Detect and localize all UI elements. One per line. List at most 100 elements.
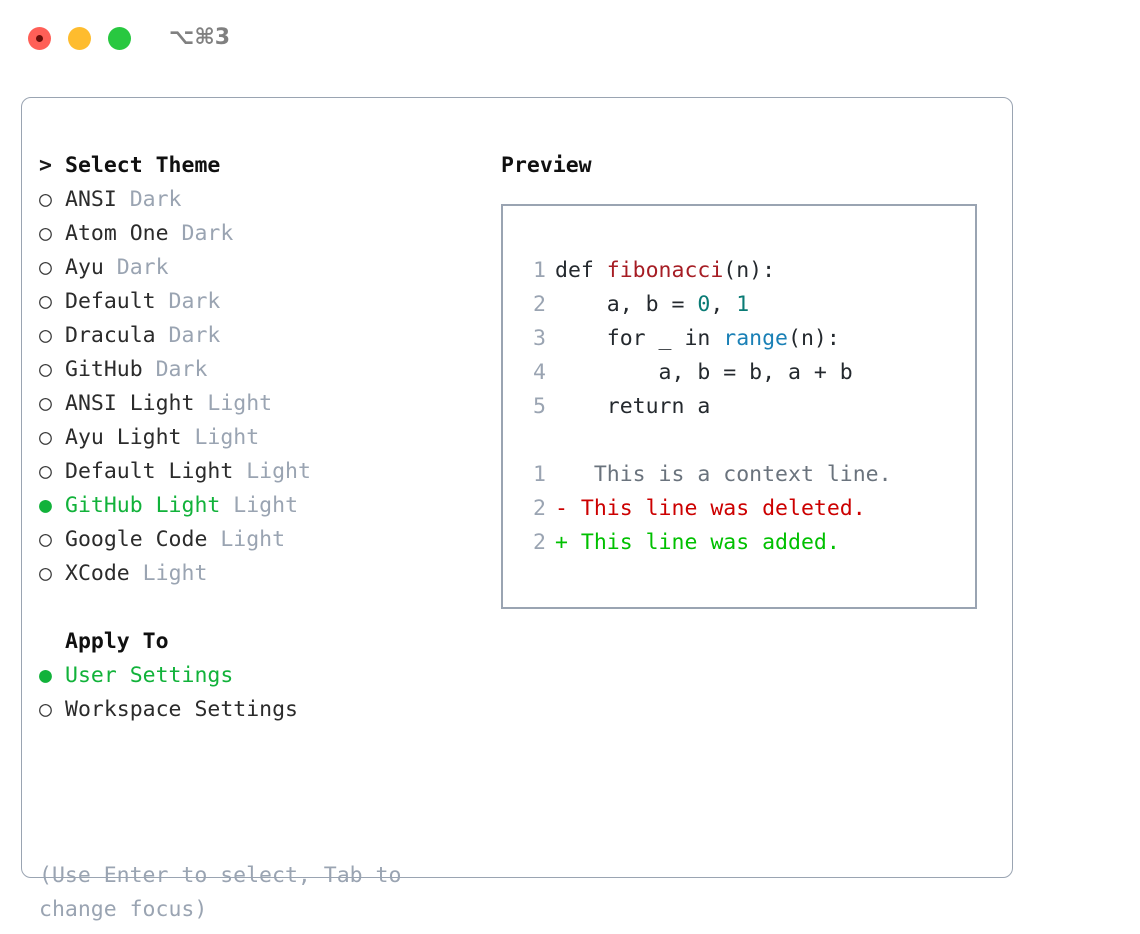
theme-option-github-light[interactable]: ●GitHub Light Light (39, 489, 479, 523)
code-token: for _ in (555, 326, 724, 351)
diff-line-list: 1 This is a context line.2- This line wa… (520, 458, 969, 560)
radio-selected-icon: ● (39, 493, 52, 518)
apply-to-label: Apply To (65, 629, 169, 654)
code-token: 1 (736, 292, 750, 317)
code-token: (n): (723, 258, 776, 283)
radio-unselected-icon: ○ (39, 425, 52, 450)
code-token: 0 (697, 292, 711, 317)
theme-option-label: Dracula (65, 323, 156, 348)
line-number: 5 (533, 394, 546, 419)
radio-unselected-icon: ○ (39, 289, 52, 314)
theme-option-label: ANSI Light (65, 391, 195, 416)
diff-text: This line was added. (567, 530, 840, 555)
line-number: 1 (533, 462, 546, 487)
code-token: fibonacci (606, 258, 724, 283)
radio-unselected-icon: ○ (39, 187, 52, 212)
radio-unselected-icon: ○ (39, 459, 52, 484)
maximize-window-button[interactable] (108, 27, 131, 50)
theme-option-label: Default Light (65, 459, 234, 484)
diff-text: This is a context line. (567, 462, 892, 487)
theme-option-google-code[interactable]: ○Google Code Light (39, 523, 479, 557)
close-icon (36, 35, 43, 42)
theme-variant-tag: Light (181, 425, 260, 450)
radio-selected-icon: ● (39, 663, 52, 688)
line-number: 4 (533, 360, 546, 385)
section-spacer (39, 591, 479, 625)
line-number: 2 (533, 292, 546, 317)
theme-variant-tag: Dark (155, 323, 221, 348)
diff-marker: + (555, 530, 568, 555)
theme-option-label: ANSI (65, 187, 117, 212)
diff-marker: - (555, 496, 568, 521)
theme-variant-tag: Dark (116, 187, 182, 212)
keyboard-shortcut-label: ⌥⌘3 (169, 25, 231, 50)
theme-variant-tag: Dark (142, 357, 208, 382)
theme-option-label: XCode (65, 561, 130, 586)
diff-line: 2 + This line was added. (520, 526, 969, 560)
minimize-window-button[interactable] (68, 27, 91, 50)
code-line: 3 for _ in range(n): (520, 322, 969, 356)
radio-unselected-icon: ○ (39, 561, 52, 586)
theme-option-ansi-light[interactable]: ○ANSI Light Light (39, 387, 479, 421)
theme-option-label: Atom One (65, 221, 169, 246)
theme-option-label: Default (65, 289, 156, 314)
theme-option-label: GitHub (65, 357, 143, 382)
code-token: return a (555, 394, 711, 419)
theme-option-default-light[interactable]: ○Default Light Light (39, 455, 479, 489)
diff-marker (555, 462, 568, 487)
apply-to-option-workspace-settings[interactable]: ○Workspace Settings (39, 693, 479, 727)
theme-option-list: ○ANSI Dark○Atom One Dark○Ayu Dark○Defaul… (39, 183, 479, 591)
diff-text: This line was deleted. (567, 496, 866, 521)
theme-variant-tag: Dark (168, 221, 234, 246)
theme-option-label: Google Code (65, 527, 208, 552)
apply-to-option-user-settings[interactable]: ● User Settings (39, 659, 479, 693)
code-token: range (723, 326, 789, 351)
radio-unselected-icon: ○ (39, 697, 52, 722)
theme-option-atom-one[interactable]: ○ Atom One Dark (39, 217, 479, 251)
theme-option-ayu-light[interactable]: ○ Ayu Light Light (39, 421, 479, 455)
theme-option-dracula[interactable]: ○ Dracula Dark (39, 319, 479, 353)
theme-option-default[interactable]: ○ Default Dark (39, 285, 479, 319)
code-line: 5 return a (520, 390, 969, 424)
theme-option-github[interactable]: ○ GitHub Dark (39, 353, 479, 387)
radio-unselected-icon: ○ (39, 221, 52, 246)
apply-to-option-list: ● User Settings ○Workspace Settings (39, 659, 479, 727)
code-token: a, b = (555, 292, 698, 317)
code-token: , (710, 292, 737, 317)
title-bar: ⌥⌘3 (0, 0, 1140, 78)
theme-option-ayu[interactable]: ○Ayu Dark (39, 251, 479, 285)
theme-option-xcode[interactable]: ○ XCode Light (39, 557, 479, 591)
caret-right-icon: > (39, 153, 52, 178)
select-theme-heading: >Select Theme (39, 149, 479, 183)
theme-selection-column: >Select Theme ○ANSI Dark○Atom One Dark○A… (39, 149, 479, 727)
theme-variant-tag: Dark (155, 289, 221, 314)
radio-unselected-icon: ○ (39, 323, 52, 348)
radio-unselected-icon: ○ (39, 255, 52, 280)
apply-to-heading: Apply To (39, 625, 479, 659)
radio-unselected-icon: ○ (39, 391, 52, 416)
diff-line: 1 This is a context line. (520, 458, 969, 492)
preview-heading: Preview (501, 153, 592, 178)
apply-to-option-label: User Settings (65, 663, 234, 688)
code-blank-line (520, 424, 969, 458)
diff-line: 2- This line was deleted. (520, 492, 969, 526)
line-number: 2 (533, 530, 546, 555)
theme-variant-tag: Dark (103, 255, 169, 280)
radio-unselected-icon: ○ (39, 527, 52, 552)
theme-option-ansi[interactable]: ○ ANSI Dark (39, 183, 479, 217)
line-number: 3 (533, 326, 546, 351)
code-token: (n): (788, 326, 840, 351)
code-line: 4 a, b = b, a + b (520, 356, 969, 390)
theme-variant-tag: Light (220, 493, 299, 518)
close-window-button[interactable] (28, 27, 51, 50)
line-number: 2 (533, 496, 546, 521)
code-line: 2 a, b = 0, 1 (520, 288, 969, 322)
keyboard-hint-text: (Use Enter to select, Tab to change focu… (39, 863, 402, 922)
theme-option-label: Ayu Light (65, 425, 182, 450)
theme-variant-tag: Light (129, 561, 208, 586)
radio-unselected-icon: ○ (39, 357, 52, 382)
